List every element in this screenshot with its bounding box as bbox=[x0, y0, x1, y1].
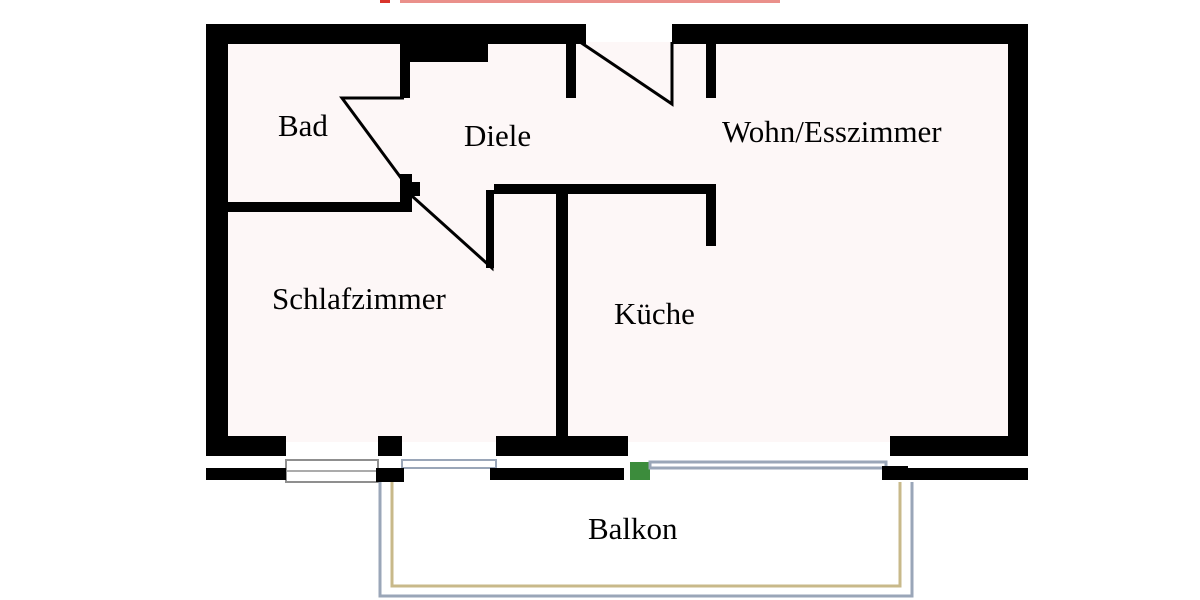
room-label-schlafzimmer: Schlafzimmer bbox=[272, 281, 447, 316]
balcony-railing bbox=[378, 482, 914, 598]
inner-walls bbox=[226, 42, 716, 440]
room-label-kueche: Küche bbox=[614, 296, 695, 331]
room-label-balkon: Balkon bbox=[588, 511, 678, 546]
wall-bottom-right-seg bbox=[890, 436, 1028, 456]
wall-diele-stub bbox=[566, 42, 576, 98]
top-caption-cutoff bbox=[380, 0, 780, 3]
wall-bad-right-upper bbox=[400, 42, 410, 98]
wall-right bbox=[1008, 24, 1028, 456]
window-schlafzimmer-right bbox=[401, 459, 497, 469]
balcony bbox=[378, 482, 914, 598]
wall-top-left bbox=[206, 24, 586, 44]
room-label-wohn-esszimmer: Wohn/Esszimmer bbox=[722, 114, 942, 149]
wall-kueche-wohn-stub bbox=[706, 194, 716, 246]
wall-bottom-center-seg bbox=[496, 436, 628, 456]
wall-top-right bbox=[672, 24, 1028, 44]
wall-diele-bottom bbox=[494, 184, 716, 194]
apartment-floor bbox=[228, 42, 1010, 442]
exterior-wall-lower bbox=[206, 460, 1028, 482]
wall-bad-doorjamb bbox=[404, 182, 420, 196]
wall-schlaf-kueche bbox=[556, 194, 568, 440]
door-swings bbox=[339, 40, 674, 272]
wall-bad-top-block bbox=[402, 42, 488, 62]
door-entrance-swing bbox=[579, 40, 674, 107]
door-schlafzimmer-swing bbox=[410, 194, 494, 272]
wall-left bbox=[206, 24, 228, 456]
wall-wohn-left-stub bbox=[706, 42, 716, 98]
wall-schlaf-doorjamb bbox=[486, 190, 494, 268]
door-bad-swing bbox=[339, 96, 406, 183]
room-label-bad: Bad bbox=[278, 108, 328, 143]
outer-walls bbox=[206, 24, 1028, 456]
wall-bottom-mid-seg bbox=[378, 436, 402, 456]
green-marker bbox=[630, 462, 650, 480]
wall-bad-bottom bbox=[226, 202, 412, 212]
room-label-diele: Diele bbox=[464, 118, 531, 153]
room-labels: Bad Diele Wohn/Esszimmer Schlafzimmer Kü… bbox=[272, 108, 942, 546]
wall-bottom-left-seg bbox=[206, 436, 286, 456]
